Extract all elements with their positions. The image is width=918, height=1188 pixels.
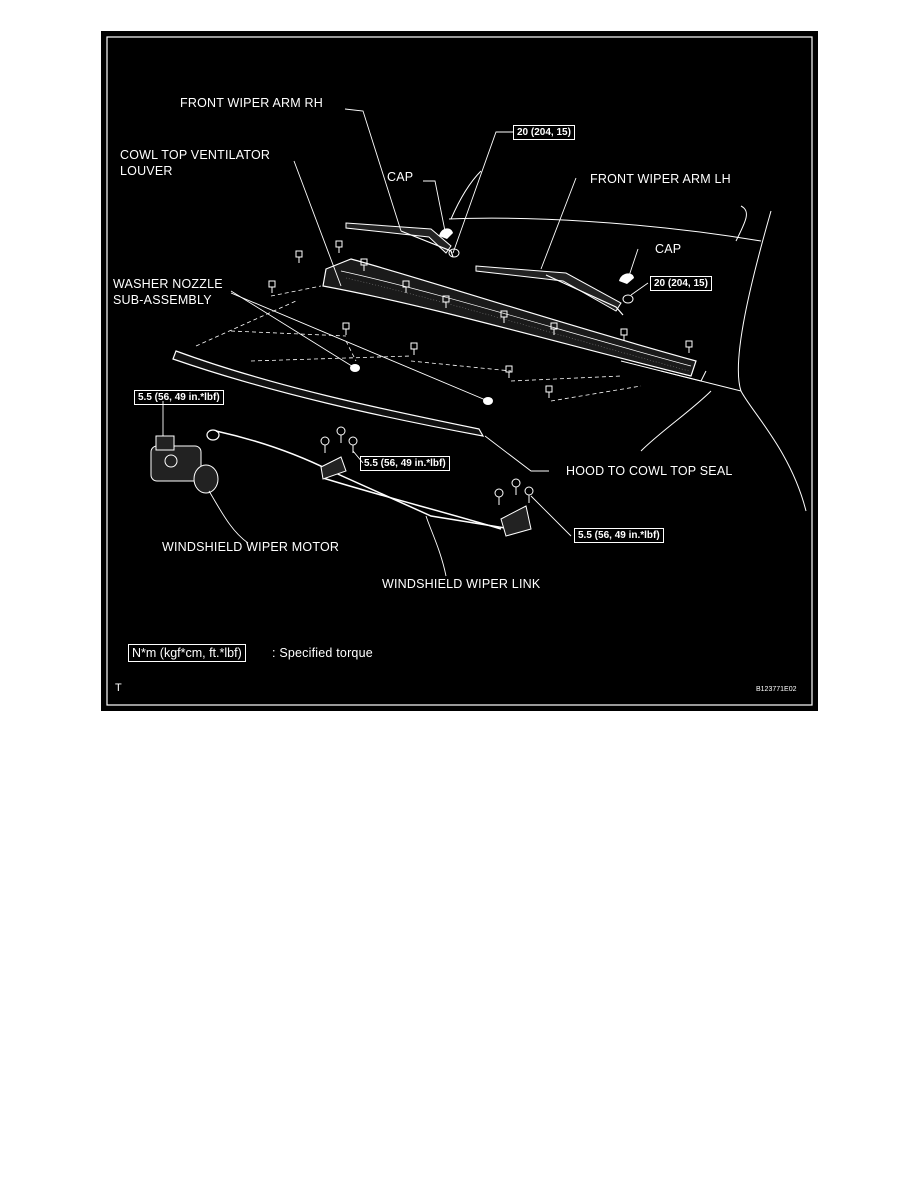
label-cap-lh: CAP	[655, 242, 682, 256]
cowl-louver-body	[322, 258, 697, 377]
label-hood-to-cowl-top-seal: HOOD TO COWL TOP SEAL	[566, 464, 733, 478]
label-cowl-louver-line1: COWL TOP VENTILATOR	[120, 148, 271, 162]
label-cowl-louver-line2: LOUVER	[120, 164, 173, 178]
wiper-link-rod-upper	[215, 430, 512, 530]
label-washer-nozzle-line2: SUB-ASSEMBLY	[113, 293, 212, 307]
windshield-corner	[735, 205, 747, 242]
wiper-arm-rh-blade	[345, 222, 452, 254]
torque-motor-bolt: 5.5 (56, 49 in.*lbf)	[134, 390, 224, 405]
wiper-arm-rh-arm	[400, 230, 454, 258]
diagram-frame	[106, 36, 813, 706]
hood-curve	[640, 390, 712, 452]
torque-link-bolt-right: 5.5 (56, 49 in.*lbf)	[574, 528, 664, 543]
diagram-linework	[106, 36, 813, 706]
cowl-seal	[172, 350, 485, 437]
label-cap-rh: CAP	[387, 170, 414, 184]
wiper-link-joint	[206, 429, 220, 441]
fender-curve	[737, 210, 807, 512]
windshield-edge	[448, 217, 762, 242]
cap-lh-shape	[619, 273, 634, 284]
torque-link-bolt-center: 5.5 (56, 49 in.*lbf)	[360, 456, 450, 471]
corner-mark: T	[115, 682, 122, 694]
torque-arm-rh-nut: 20 (204, 15)	[513, 125, 575, 140]
wiper-arm-lh-blade	[475, 265, 622, 312]
cap-rh-shape	[439, 228, 453, 239]
label-windshield-wiper-link: WINDSHIELD WIPER LINK	[382, 577, 541, 591]
label-windshield-wiper-motor: WINDSHIELD WIPER MOTOR	[162, 540, 340, 554]
leader-lines	[162, 108, 649, 577]
wiper-arm-lh-arm	[545, 274, 624, 316]
legend-unit-box: N*m (kgf*cm, ft.*lbf)	[128, 644, 246, 662]
cowl-louver-grille	[345, 277, 690, 372]
link-bolts	[320, 426, 534, 505]
label-front-wiper-arm-rh: FRONT WIPER ARM RH	[180, 96, 323, 110]
wiper-link-pivot-center	[320, 456, 347, 480]
wiper-motor	[150, 435, 219, 494]
wiper-arm-lh-nut	[622, 294, 634, 304]
cowl-louver-ridge	[340, 270, 692, 367]
wiper-link-pivot-right	[500, 505, 532, 537]
legend-description: : Specified torque	[272, 646, 373, 660]
cowl-louver-end	[620, 360, 707, 382]
torque-arm-lh-nut: 20 (204, 15)	[650, 276, 712, 291]
parts-diagram: FRONT WIPER ARM RH COWL TOP VENTILATOR L…	[101, 31, 818, 711]
figure-id: B123771E02	[756, 686, 797, 693]
label-front-wiper-arm-lh: FRONT WIPER ARM LH	[590, 172, 731, 186]
assembly-lines	[195, 285, 642, 402]
windshield-pillar-left	[450, 170, 482, 220]
louver-clips	[268, 240, 693, 398]
label-washer-nozzle-line1: WASHER NOZZLE	[113, 277, 223, 291]
wiper-link-rod-lower	[322, 477, 502, 530]
